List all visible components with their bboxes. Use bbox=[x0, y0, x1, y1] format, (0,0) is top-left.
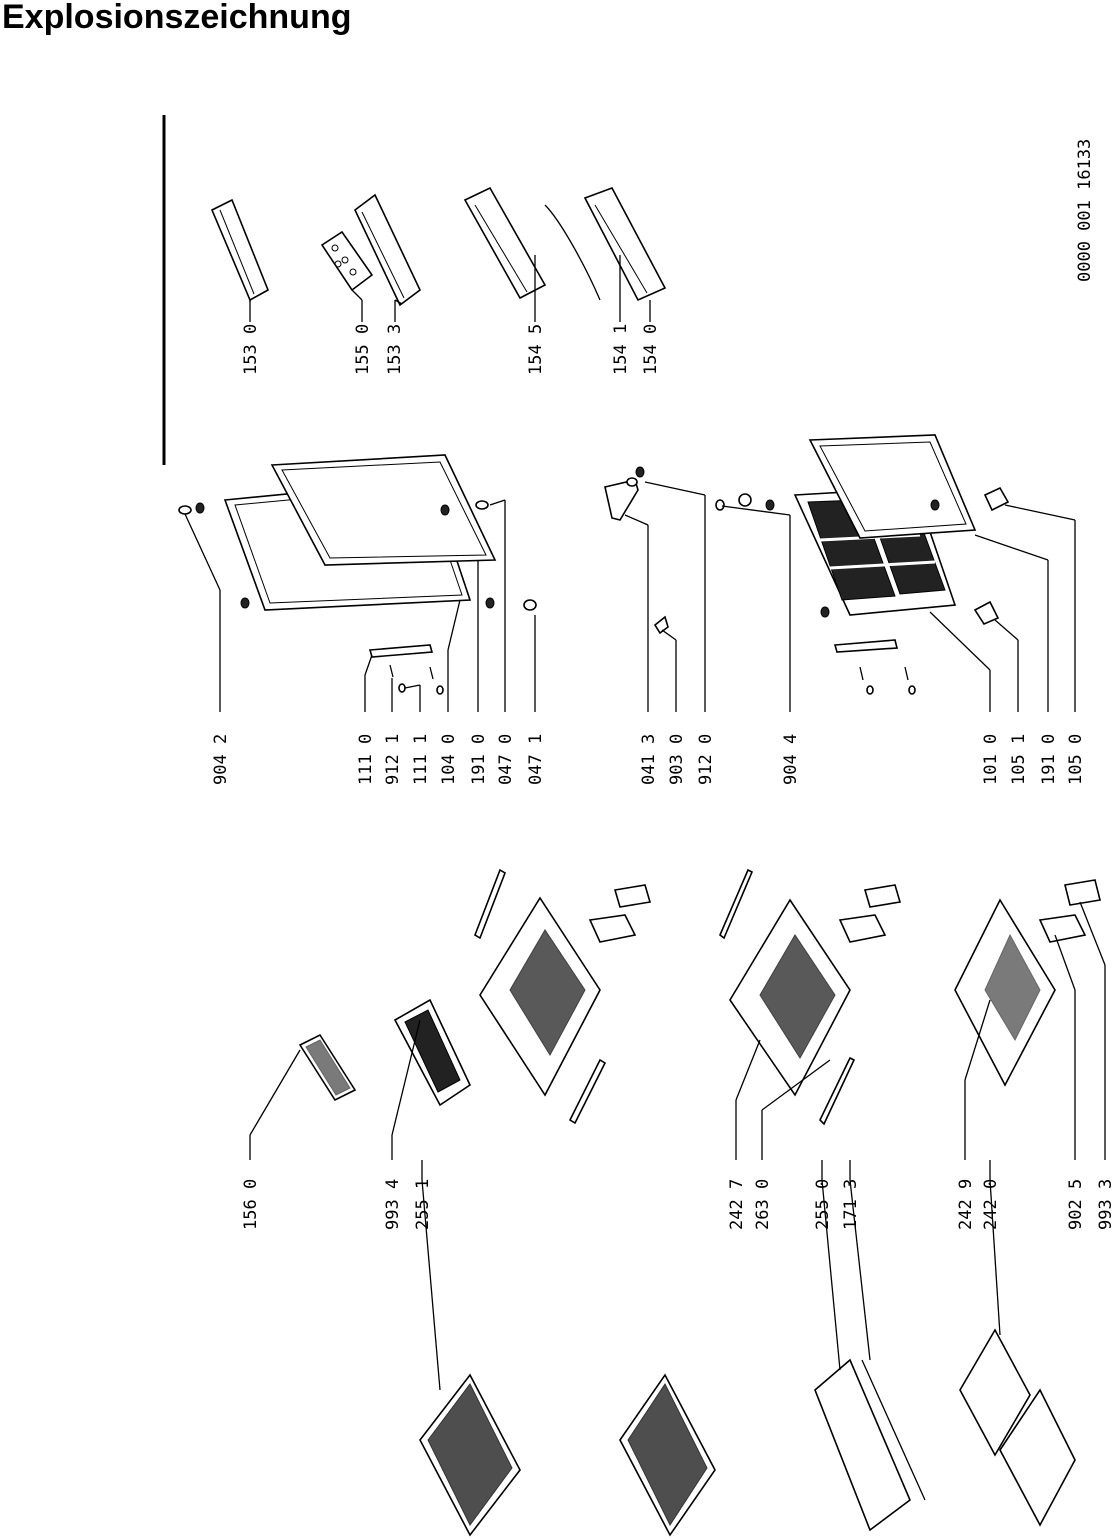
door-hinge-pins bbox=[178, 500, 537, 611]
label-153-0: 153 0 bbox=[241, 324, 261, 375]
door-shelf-153-0 bbox=[210, 198, 270, 302]
label-171-3: 171 3 bbox=[841, 1179, 861, 1230]
freezer-drawer-242-9 bbox=[954, 879, 1101, 1087]
label-904-2: 904 2 bbox=[211, 734, 231, 785]
bottle-shelf-154-0 bbox=[583, 187, 667, 302]
lower-door-fittings bbox=[715, 486, 1010, 695]
label-105-1: 105 1 bbox=[1009, 734, 1029, 785]
label-111-0: 111 0 bbox=[356, 734, 376, 785]
label-047-1: 047 1 bbox=[526, 734, 546, 785]
label-153-3: 153 3 bbox=[385, 324, 405, 375]
label-154-0: 154 0 bbox=[641, 324, 661, 375]
hinge-041-3 bbox=[604, 466, 669, 635]
glass-shelf-lower bbox=[619, 1373, 716, 1537]
doc-number: 0000 001 16133 bbox=[1075, 139, 1095, 282]
label-912-1: 912 1 bbox=[383, 734, 403, 785]
label-263-0: 263 0 bbox=[753, 1179, 773, 1230]
glass-plate-255-0 bbox=[814, 1358, 926, 1532]
label-993-3: 993 3 bbox=[1096, 1179, 1114, 1230]
label-111-1: 111 1 bbox=[411, 734, 431, 785]
label-105-0: 105 0 bbox=[1066, 734, 1086, 785]
door-gasket-191-0 bbox=[270, 454, 497, 566]
label-255-1: 255 1 bbox=[413, 1179, 433, 1230]
egg-tray-155-0 bbox=[320, 230, 374, 292]
label-242-9: 242 9 bbox=[956, 1179, 976, 1230]
label-912-0: 912 0 bbox=[696, 734, 716, 785]
door-shelf-153-3 bbox=[353, 193, 422, 307]
label-104-0: 104 0 bbox=[439, 734, 459, 785]
glass-shelf-255-1 bbox=[419, 1373, 521, 1537]
label-242-0: 242 0 bbox=[981, 1179, 1001, 1230]
bottle-rail-154-1 bbox=[544, 204, 601, 301]
bottle-shelf-154-5 bbox=[463, 186, 547, 300]
label-993-4: 993 4 bbox=[383, 1179, 403, 1230]
label-902-5: 902 5 bbox=[1066, 1179, 1086, 1230]
label-903-0: 903 0 bbox=[667, 734, 687, 785]
door-gasket-191-0-lower bbox=[808, 434, 977, 539]
ice-tray-156-0 bbox=[298, 1033, 357, 1102]
label-904-4: 904 4 bbox=[781, 734, 801, 785]
freezer-drawer-upper bbox=[474, 868, 652, 1125]
vegetable-bins-242-0 bbox=[959, 1328, 1076, 1527]
page-title: Explosionszeichnung bbox=[2, 0, 352, 36]
label-242-7: 242 7 bbox=[727, 1179, 747, 1230]
label-156-0: 156 0 bbox=[241, 1179, 261, 1230]
lid-993-4 bbox=[393, 998, 472, 1107]
label-255-0: 255 0 bbox=[813, 1179, 833, 1230]
label-191-0-b: 191 0 bbox=[1039, 734, 1059, 785]
label-155-0: 155 0 bbox=[353, 324, 373, 375]
label-041-3: 041 3 bbox=[639, 734, 659, 785]
label-101-0: 101 0 bbox=[981, 734, 1001, 785]
label-047-0: 047 0 bbox=[496, 734, 516, 785]
label-154-5: 154 5 bbox=[526, 324, 546, 375]
freezer-drawer-242-7 bbox=[719, 868, 902, 1126]
handle-111-0 bbox=[368, 644, 444, 695]
label-154-1: 154 1 bbox=[611, 324, 631, 375]
label-191-0: 191 0 bbox=[469, 734, 489, 785]
